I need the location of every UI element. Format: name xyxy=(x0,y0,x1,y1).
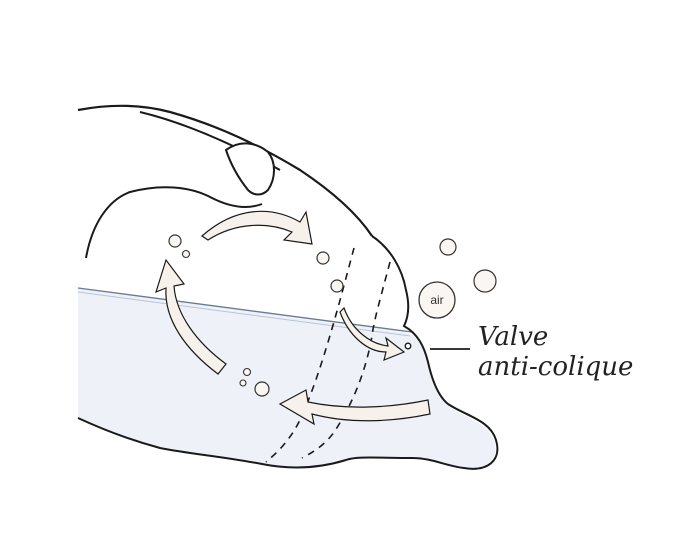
bubble xyxy=(330,279,344,293)
bubble xyxy=(439,238,457,256)
bubble xyxy=(254,381,270,397)
bubble xyxy=(239,379,247,387)
bubble xyxy=(168,234,182,248)
hand-outline xyxy=(77,104,373,237)
collar-dashed-right xyxy=(301,261,391,459)
liquid-surface-line xyxy=(77,287,413,333)
bubble xyxy=(181,249,191,259)
arrow-left-up xyxy=(155,258,227,375)
air-bubble-label: air xyxy=(430,293,443,307)
air-bubble xyxy=(418,281,456,319)
arrow-top-right xyxy=(201,210,313,245)
collar-dashed-left xyxy=(265,247,355,463)
bottle-outline xyxy=(77,235,499,470)
valve-annotation-line2: anti-colique xyxy=(478,352,634,382)
arrow-bottom-left xyxy=(278,389,431,426)
finger-curve xyxy=(85,186,263,259)
thumb-outline xyxy=(224,142,275,196)
valve-annotation: Valve anti-colique xyxy=(478,322,633,382)
valve-hole xyxy=(404,342,412,350)
arrow-to-valve xyxy=(339,306,406,361)
valve-annotation-line1: Valve xyxy=(478,322,549,352)
bubble xyxy=(242,367,252,377)
bubble xyxy=(316,251,330,265)
bubble xyxy=(473,269,497,293)
